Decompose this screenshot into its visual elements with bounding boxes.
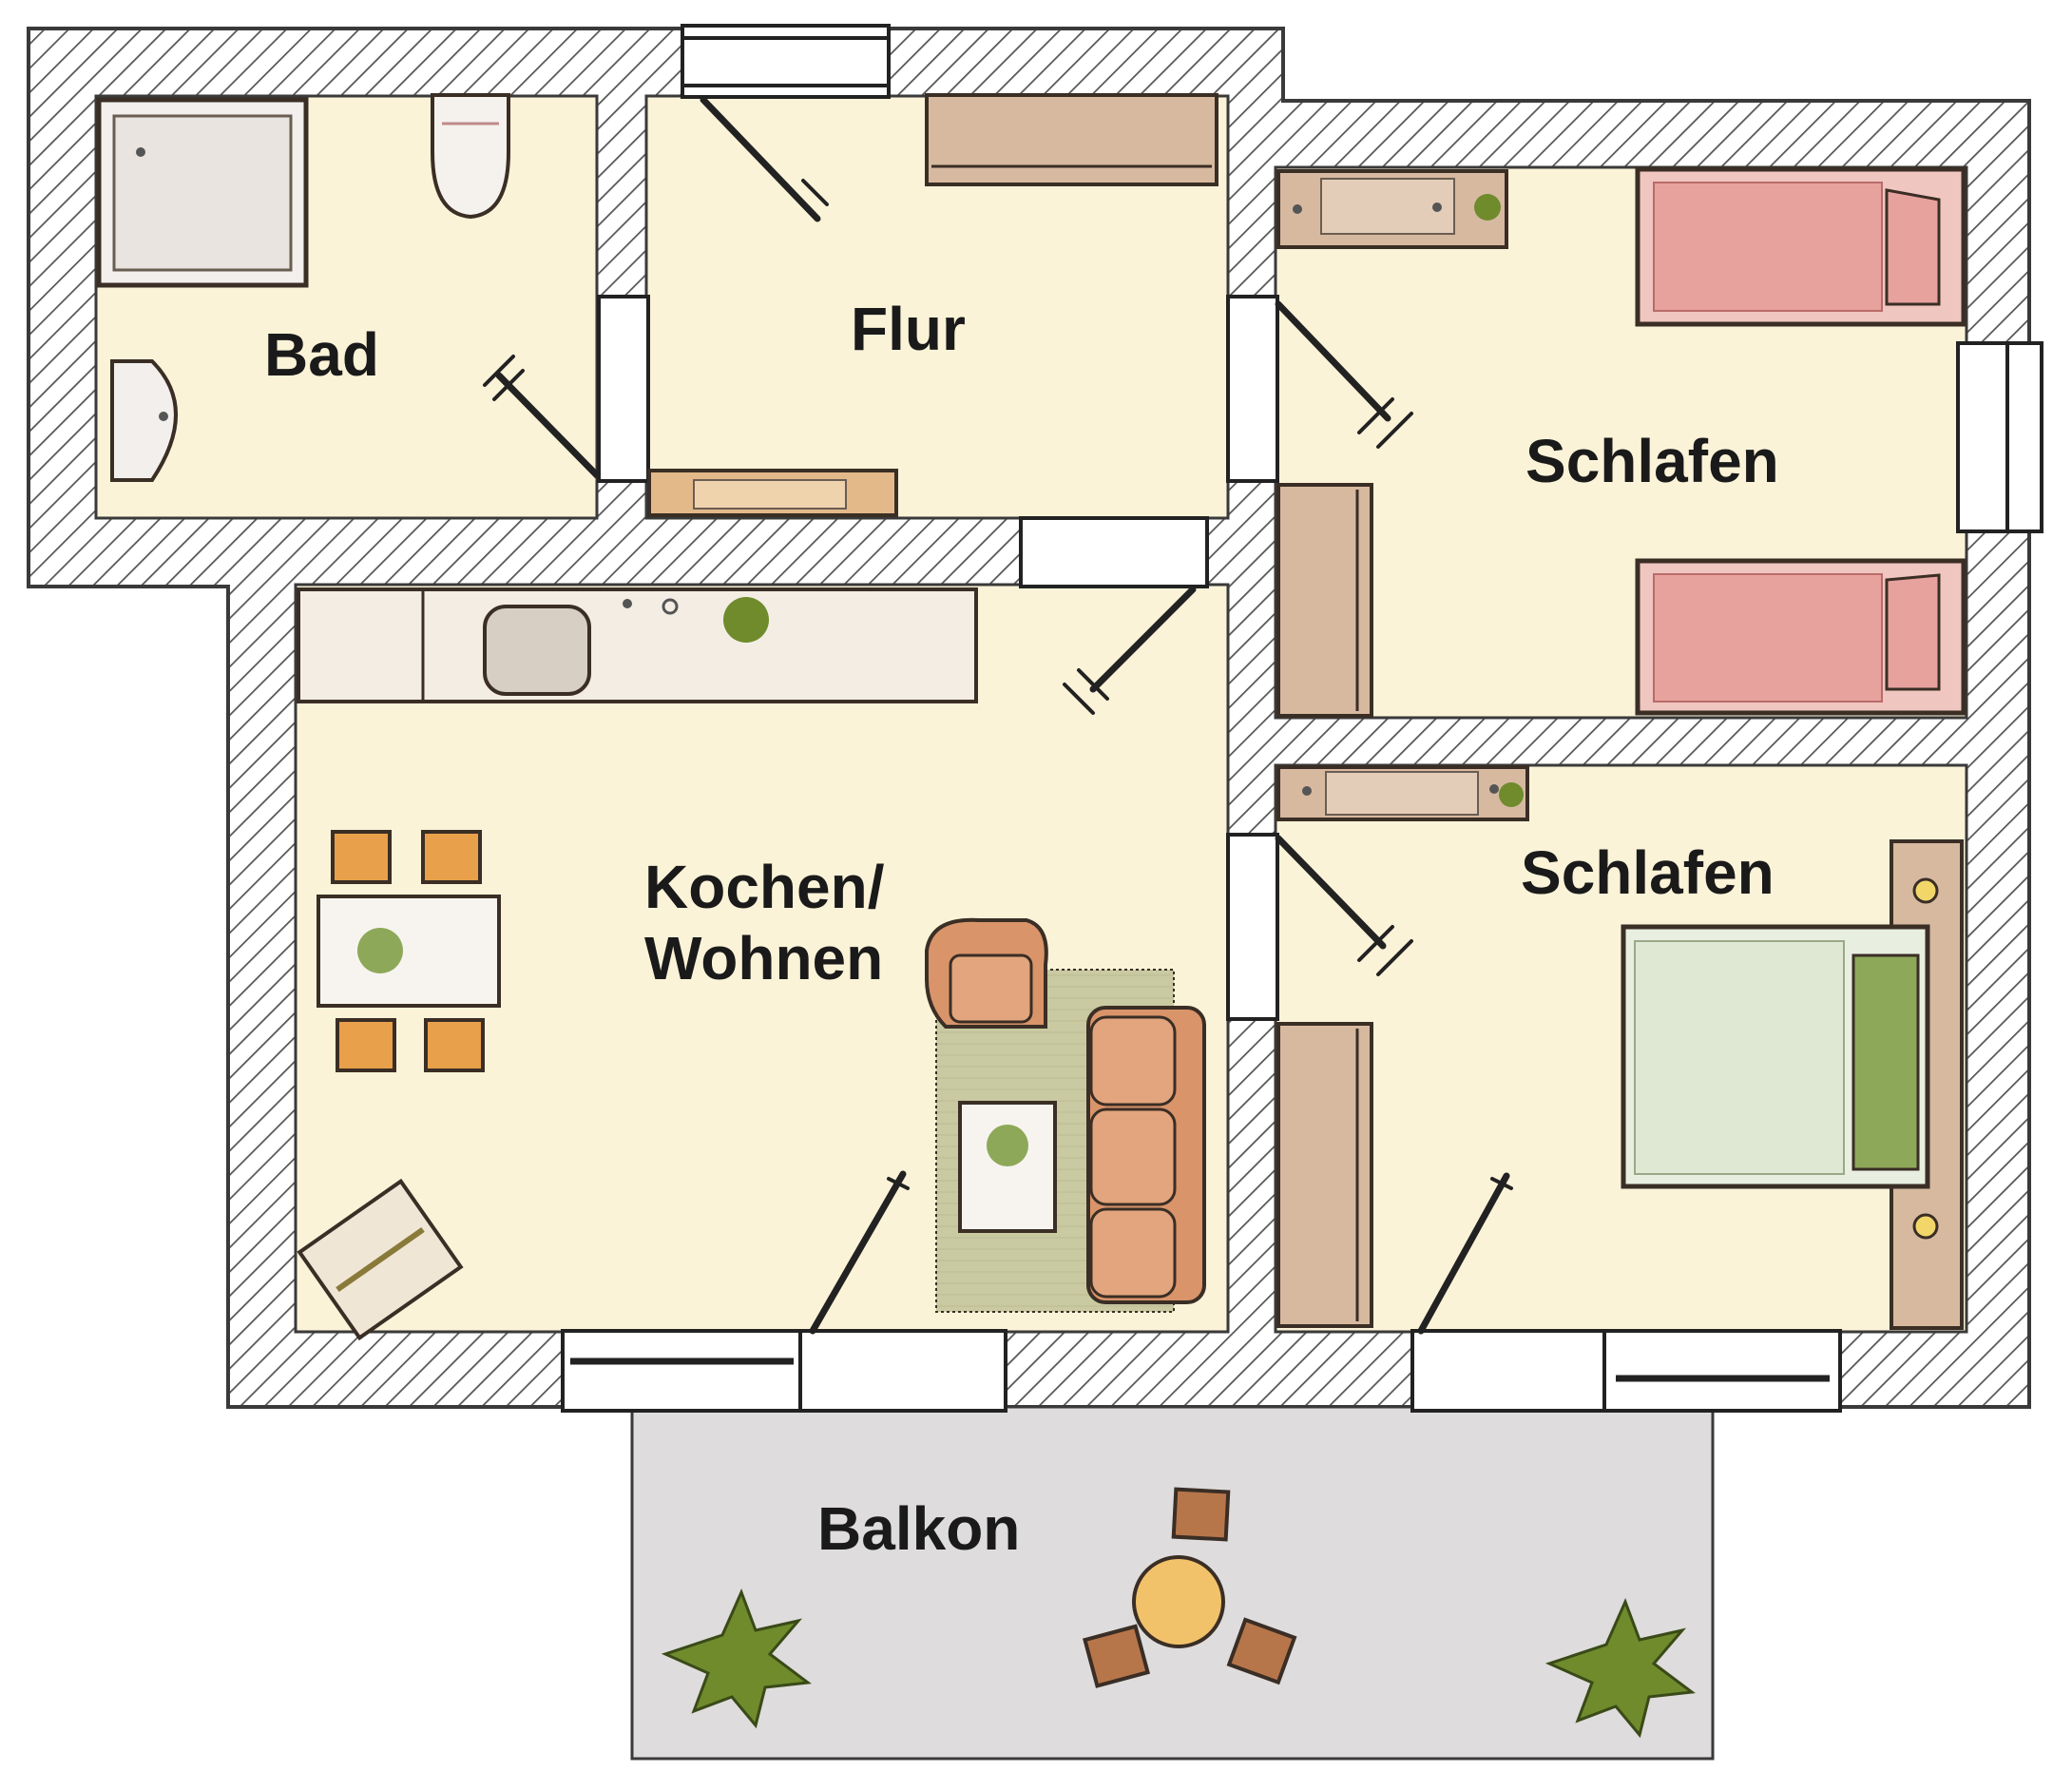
flur-furniture [647,93,1218,517]
window-kochen-bottom-left [561,1329,802,1413]
label-bad: Bad [264,320,379,389]
balcony-table [1132,1555,1225,1648]
label-schlafen-1: Schlafen [1525,427,1779,495]
dining-chair [421,830,482,884]
door-frame-balkon-right [1410,1329,1606,1413]
door-frames [597,295,1606,1413]
dining-chair [336,1018,396,1072]
dining-table [317,895,501,1008]
schlafen-1-furniture [1276,166,1966,718]
washbasin [110,359,178,482]
balcony-chair [1171,1487,1231,1542]
door-frame-schlafen-2 [1226,833,1279,1021]
door-frame-schlafen-1 [1226,295,1279,483]
label-flur: Flur [851,295,966,363]
door-leaf-balkon-right [1417,1172,1510,1335]
lamp-icon [1912,877,1939,904]
bad-fixtures [96,93,510,482]
windows [561,24,2043,1413]
door-leaf-schlafen-2 [1275,835,1387,950]
door-frame-kochen-top [1019,516,1209,588]
door-leaf-balkon-left [809,1170,907,1335]
door-leaf-bad [495,372,601,479]
door-frame-bad [597,295,650,483]
plant-icon [357,928,403,973]
balcony-chair [1226,1617,1297,1685]
balkon-furniture [661,1487,1696,1739]
plant-icon [1544,1598,1696,1739]
plant-icon [723,597,769,643]
label-kochen: Kochen/ [644,853,885,921]
label-wohnen: Wohnen [644,924,883,992]
dining-chair [331,830,392,884]
dining-chair [424,1018,485,1072]
door-leaf-kochen-top [1089,586,1197,693]
sofa [1086,1006,1206,1304]
label-schlafen-2: Schlafen [1521,838,1775,907]
balcony-chair [1083,1624,1150,1688]
door-frame-balkon-left [798,1329,1007,1413]
lamp-icon [1912,1213,1939,1240]
window-schlafen-bottom-right [1602,1329,1842,1413]
plant-icon [987,1125,1028,1166]
toilet [431,93,510,220]
doors [483,96,1513,1335]
door-leaf-schlafen-1 [1275,300,1391,422]
label-balkon: Balkon [817,1494,1020,1563]
coffee-table [958,1101,1057,1233]
plant-icon [1499,782,1524,807]
window-schlafen-right [1956,341,2043,533]
schlafen-2-furniture [1276,765,1964,1330]
kitchen-counter [297,587,978,703]
plant-icon [1474,194,1501,221]
room-labels: Bad Flur Schlafen Schlafen Kochen/ Wohne… [264,295,1779,1563]
kochen-wohnen-furniture [297,587,1206,1341]
wardrobe-flur [925,93,1218,186]
kitchen-sink [483,605,591,696]
plant-icon [661,1588,812,1729]
